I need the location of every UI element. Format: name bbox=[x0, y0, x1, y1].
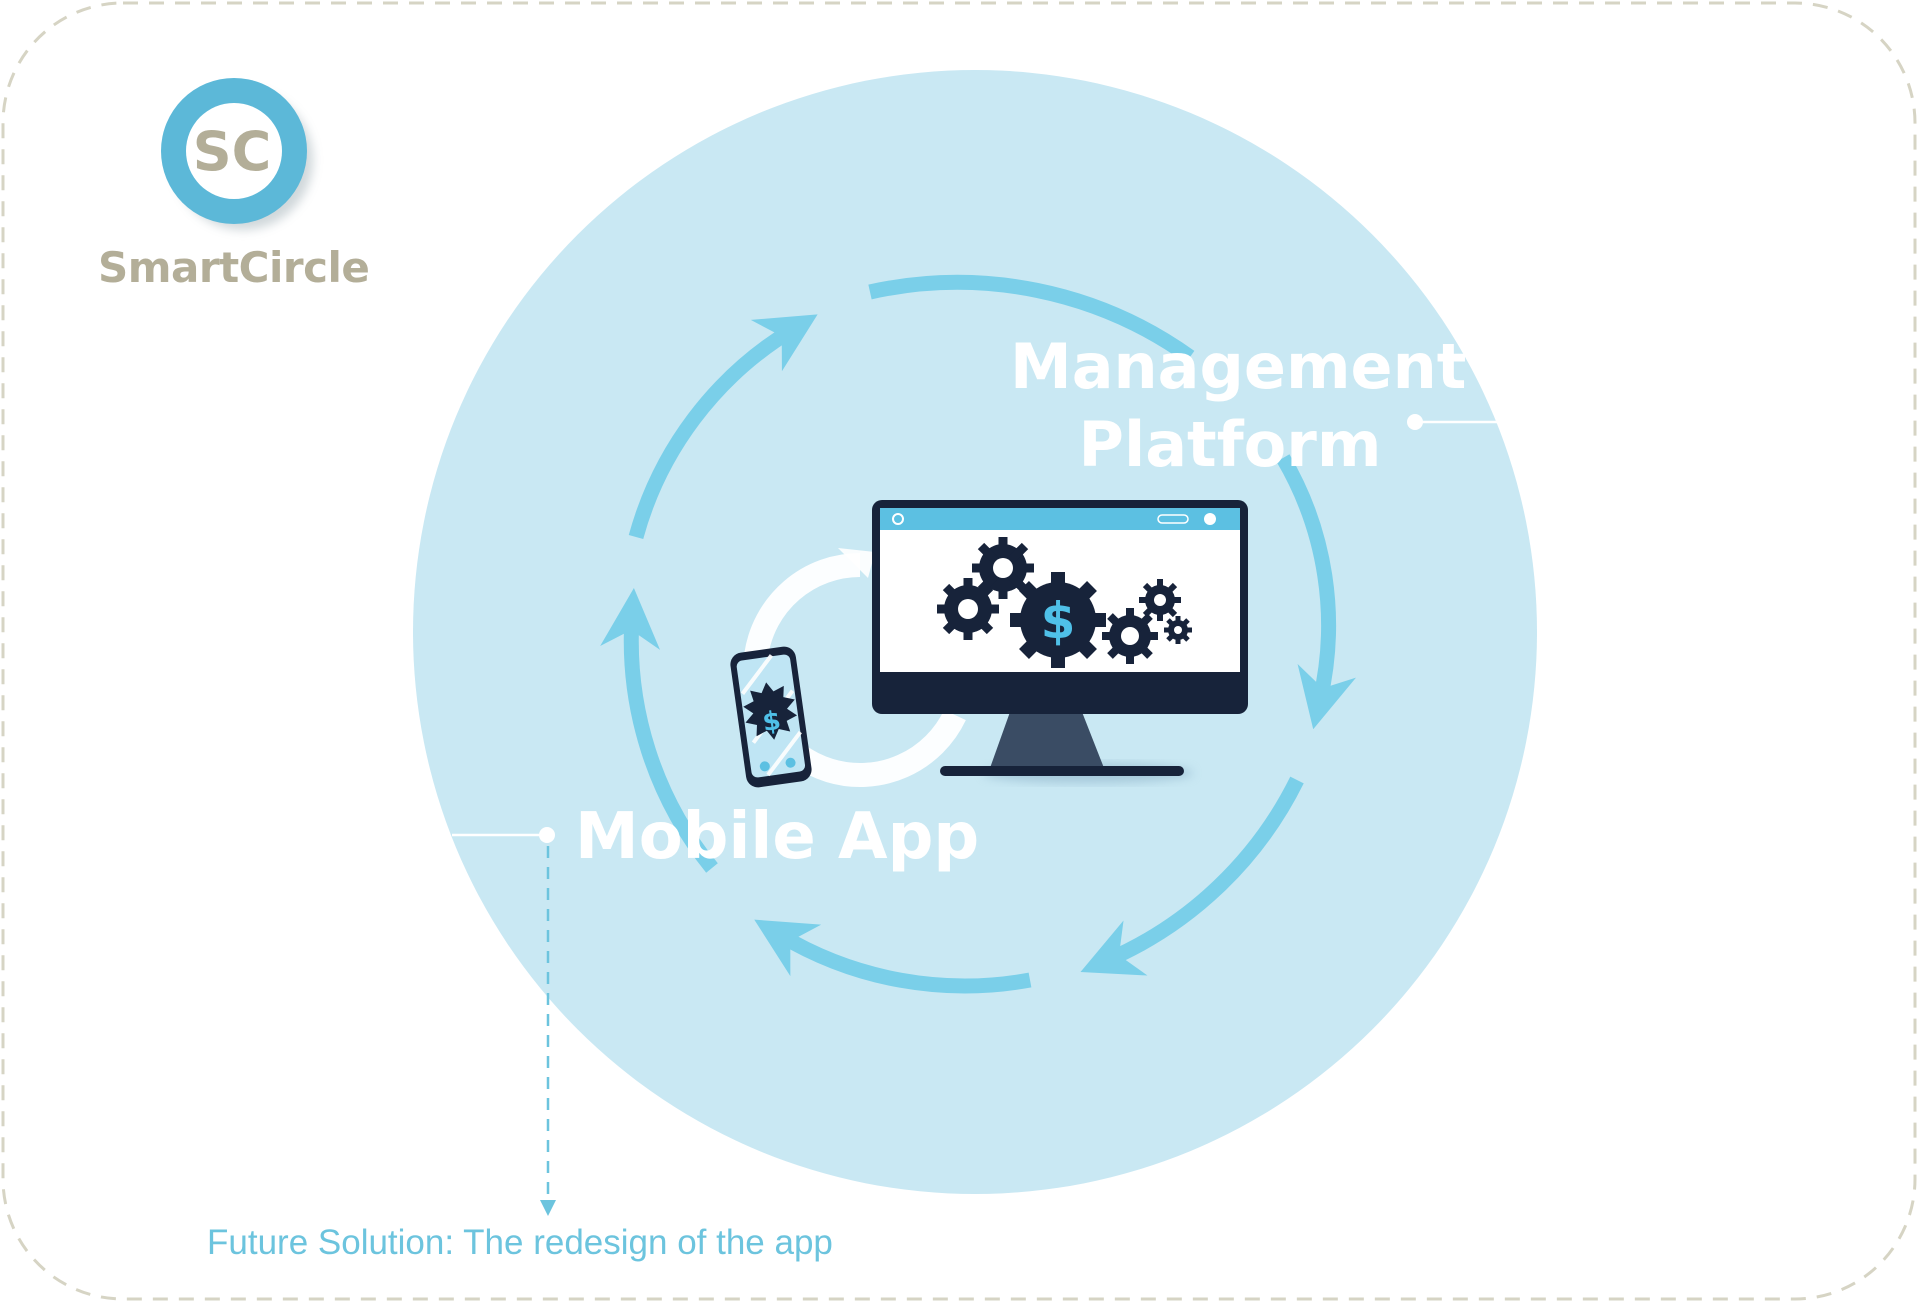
cycle-arrow-right bbox=[1276, 454, 1357, 730]
management-leader-dot bbox=[1407, 414, 1423, 430]
management-label-line2: Platform bbox=[1078, 408, 1382, 481]
brand-name: SmartCircle bbox=[98, 243, 370, 292]
management-label-line1: Management bbox=[1010, 330, 1467, 403]
cycle-arrows bbox=[600, 274, 1357, 994]
management-platform-label: Management Platform bbox=[1010, 336, 1466, 481]
smartphone-icon: $ bbox=[730, 646, 812, 788]
logo-icon: SC bbox=[161, 78, 313, 230]
leader-lines bbox=[452, 414, 1497, 843]
cycle-arrow-left bbox=[600, 588, 718, 873]
cycle-arrow-top-right bbox=[868, 274, 1195, 364]
caption-connector bbox=[540, 846, 556, 1216]
cycle-arrow-bottom-right bbox=[1080, 776, 1304, 976]
dollar-icon: $ bbox=[1041, 592, 1076, 650]
cycle-arrow-top-left bbox=[628, 314, 818, 539]
caption-text: Future Solution: The redesign of the app bbox=[207, 1223, 833, 1262]
mobile-leader-dot bbox=[539, 827, 555, 843]
logo-monogram: SC bbox=[193, 120, 272, 183]
dollar-gear: $ bbox=[1010, 572, 1106, 668]
mobile-app-label: Mobile App bbox=[575, 800, 980, 874]
gears-icon: $ bbox=[937, 537, 1192, 668]
cycle-arrow-bottom bbox=[754, 919, 1032, 994]
svg-text:$: $ bbox=[761, 706, 783, 738]
